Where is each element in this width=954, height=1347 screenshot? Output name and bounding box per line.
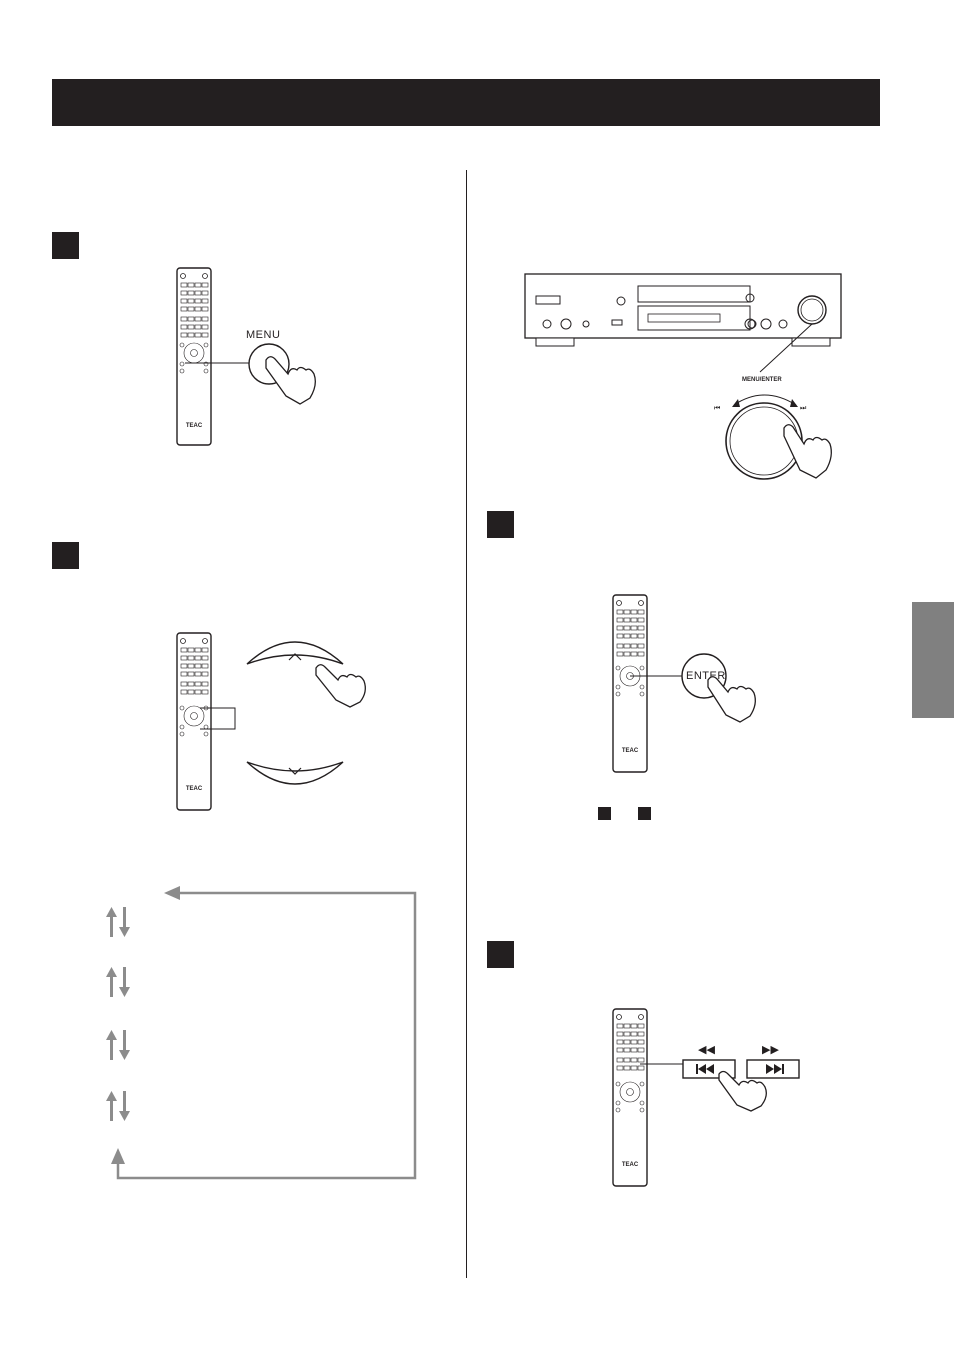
step-marker-1 [52,232,79,259]
previous-track-icon: ⏮ [714,404,720,412]
pressing-hand-icon [315,664,366,708]
svg-text:TEAC: TEAC [622,1162,639,1168]
svg-text:TEAC: TEAC [186,786,203,792]
callout-line [640,1063,684,1065]
step-marker-2 [52,542,79,569]
pressing-hand-icon [783,424,832,479]
next-track-button[interactable] [746,1059,801,1081]
pressing-hand-icon [718,1070,767,1112]
menu-enter-knob-label: MENU/ENTER [742,377,782,383]
remote-control-illustration: TEAC [612,1008,648,1187]
callout-bracket [200,707,236,730]
svg-text:TEAC: TEAC [186,423,203,429]
callout-line [630,675,685,677]
pressing-hand-icon [265,356,316,405]
rewind-icon: ◀◀ [698,1043,715,1056]
remote-control-illustration: TEAC [176,267,212,446]
cd-player-front-panel [524,273,842,373]
remote-control-illustration: TEAC [612,594,648,773]
header-bar [52,79,880,126]
fast-forward-icon: ▶▶ [762,1043,779,1056]
step-reference-marker [598,807,611,820]
remote-control-illustration: TEAC [176,632,212,811]
menu-button-label: MENU [246,329,281,341]
step-reference-marker [638,807,651,820]
down-button[interactable] [245,740,345,790]
pressing-hand-icon [707,676,756,723]
svg-text:TEAC: TEAC [622,748,639,754]
column-divider [466,170,467,1278]
next-track-icon: ⏭ [800,404,807,412]
up-button[interactable] [245,636,345,686]
menu-cycle-flow-diagram [106,886,417,1180]
step-marker-3 [487,511,514,538]
step-marker-4 [487,941,514,968]
side-index-tab [912,602,954,718]
